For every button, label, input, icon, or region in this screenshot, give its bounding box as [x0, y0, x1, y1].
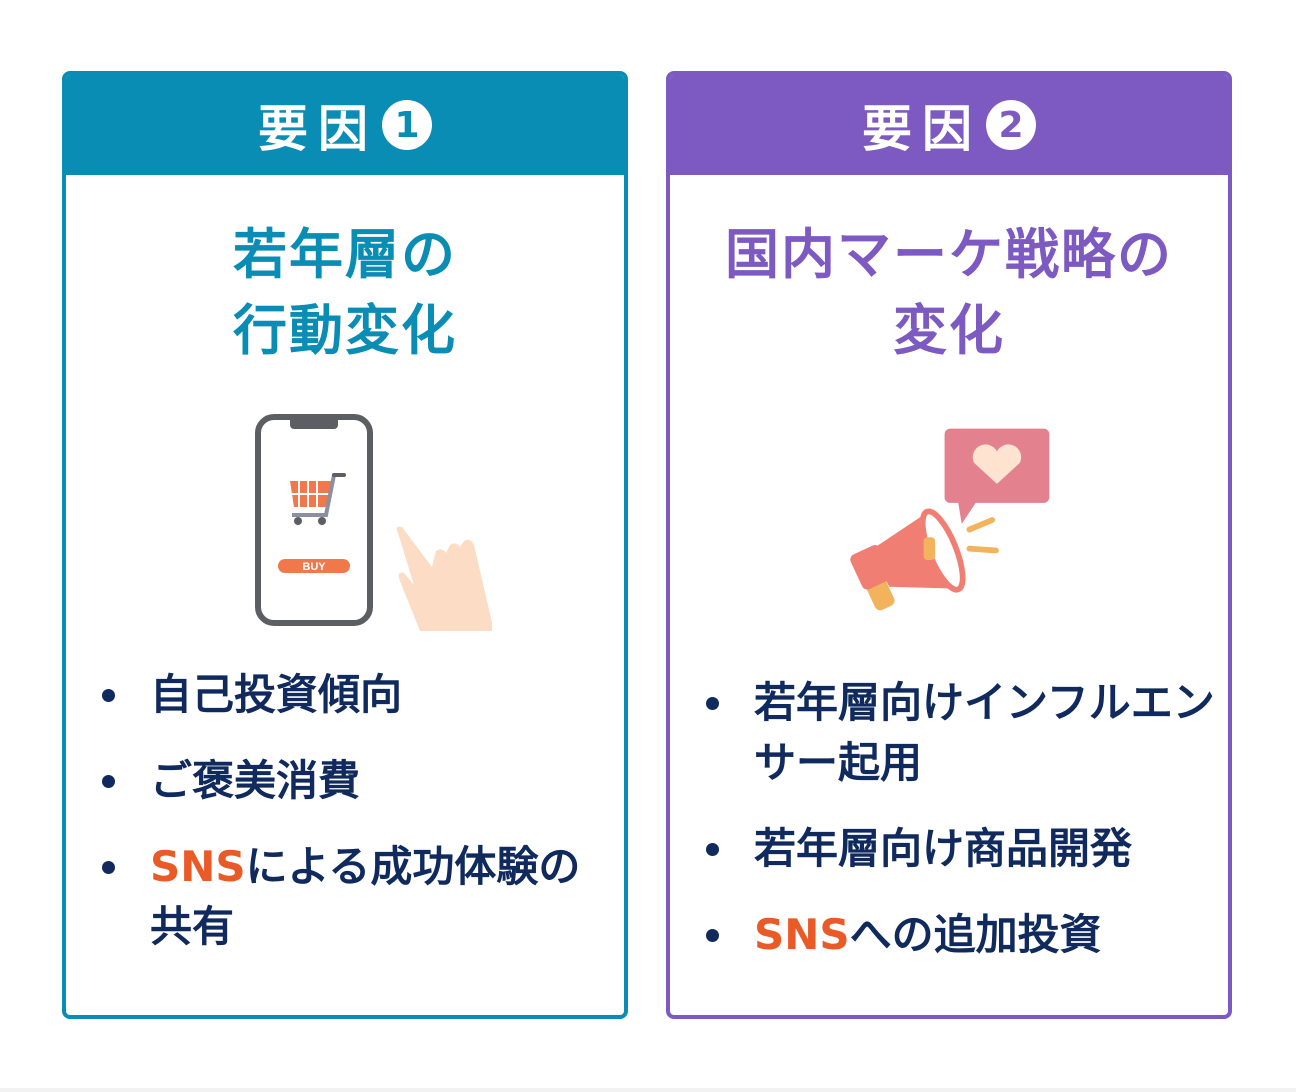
number-badge: 1: [382, 100, 432, 150]
smartphone-shopping-cart-icon: BUY: [255, 414, 492, 631]
list-item: 若年層向けインフルエンサー起用: [704, 673, 1218, 793]
header-label: 要因: [862, 100, 982, 158]
card-header: 要因 2: [670, 75, 1228, 175]
card-title: 若年層の 行動変化: [66, 217, 624, 369]
factor-list: 若年層向けインフルエンサー起用 若年層向け商品開発 SNSへの追加投資: [704, 673, 1218, 991]
factor-card-2: 要因 2 国内マーケ戦略の 変化 若年層向けインフルエンサー起用 若年層向け商品…: [666, 71, 1232, 1019]
list-item: ご褒美消費: [100, 751, 614, 811]
number-badge: 2: [986, 100, 1036, 150]
list-item: SNSによる成功体験の共有: [100, 837, 614, 957]
list-item: 若年層向け商品開発: [704, 819, 1218, 879]
svg-text:BUY: BUY: [302, 561, 326, 573]
bottom-divider: [0, 1088, 1296, 1092]
factor-list: 自己投資傾向 ご褒美消費 SNSによる成功体験の共有: [100, 665, 614, 983]
title-line: 行動変化: [233, 299, 457, 362]
factor-card-1: 要因 1 若年層の 行動変化 BUY 自己投資傾向 ご褒美消費 SNSによる成功…: [62, 71, 628, 1019]
title-line: 国内マーケ戦略の: [725, 223, 1173, 286]
list-item: 自己投資傾向: [100, 665, 614, 725]
card-title: 国内マーケ戦略の 変化: [670, 217, 1228, 369]
list-item: SNSへの追加投資: [704, 905, 1218, 965]
header-label: 要因: [258, 100, 378, 158]
card-header: 要因 1: [66, 75, 624, 175]
highlight-text: SNS: [754, 910, 850, 959]
title-line: 若年層の: [233, 223, 457, 286]
highlight-text: SNS: [150, 842, 246, 891]
megaphone-heart-icon: [850, 428, 1050, 611]
title-line: 変化: [893, 299, 1005, 362]
